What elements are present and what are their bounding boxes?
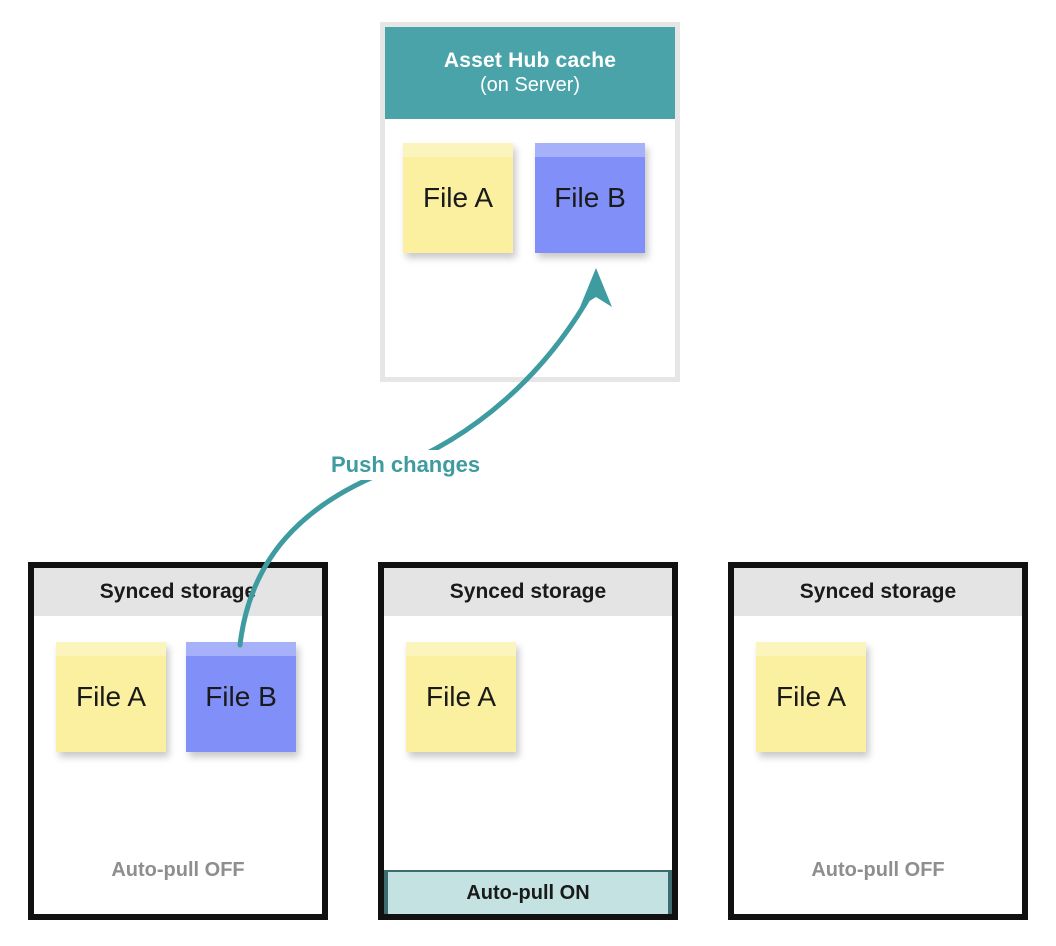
asset-hub-cache-title: Asset Hub cache [443,48,617,72]
synced-storage-header: Synced storage [734,568,1022,616]
synced-storage-body: File A [734,616,1022,848]
note-sheen [535,143,645,157]
push-changes-label: Push changes [325,450,487,480]
asset-hub-cache-body: File A File B [385,119,675,377]
sticky-note-label: File B [205,681,277,712]
asset-hub-cache-panel: Asset Hub cache (on Server) File A File … [380,22,680,382]
auto-pull-status-2: Auto-pull ON [384,870,672,914]
synced-storage-panel-3: Synced storage File A Auto-pull OFF [728,562,1028,920]
sticky-note-file-a[interactable]: File A [406,642,516,752]
sticky-note-file-a[interactable]: File A [403,143,513,253]
sticky-note-label: File A [775,681,847,712]
sticky-note-label: File B [554,182,626,213]
sticky-note-file-b[interactable]: File B [535,143,645,253]
note-sheen [756,642,866,656]
note-sheen [406,642,516,656]
auto-pull-status-1: Auto-pull OFF [34,848,322,892]
note-sheen [403,143,513,157]
synced-storage-header: Synced storage [34,568,322,616]
asset-hub-cache-subtitle: (on Server) [479,73,581,96]
asset-hub-cache-header: Asset Hub cache (on Server) [385,27,675,119]
synced-storage-panel-2: Synced storage File A Auto-pull ON [378,562,678,920]
sticky-note-label: File A [425,681,497,712]
synced-storage-body: File A File B [34,616,322,848]
sticky-note-label: File A [75,681,147,712]
sticky-note-file-a[interactable]: File A [756,642,866,752]
note-sheen [186,642,296,656]
synced-storage-panel-1: Synced storage File A File B Auto-pull O… [28,562,328,920]
sticky-note-label: File A [422,182,494,213]
synced-storage-header: Synced storage [384,568,672,616]
note-sheen [56,642,166,656]
synced-storage-body: File A [384,616,672,870]
sticky-note-file-a[interactable]: File A [56,642,166,752]
sticky-note-file-b[interactable]: File B [186,642,296,752]
auto-pull-status-3: Auto-pull OFF [734,848,1022,892]
